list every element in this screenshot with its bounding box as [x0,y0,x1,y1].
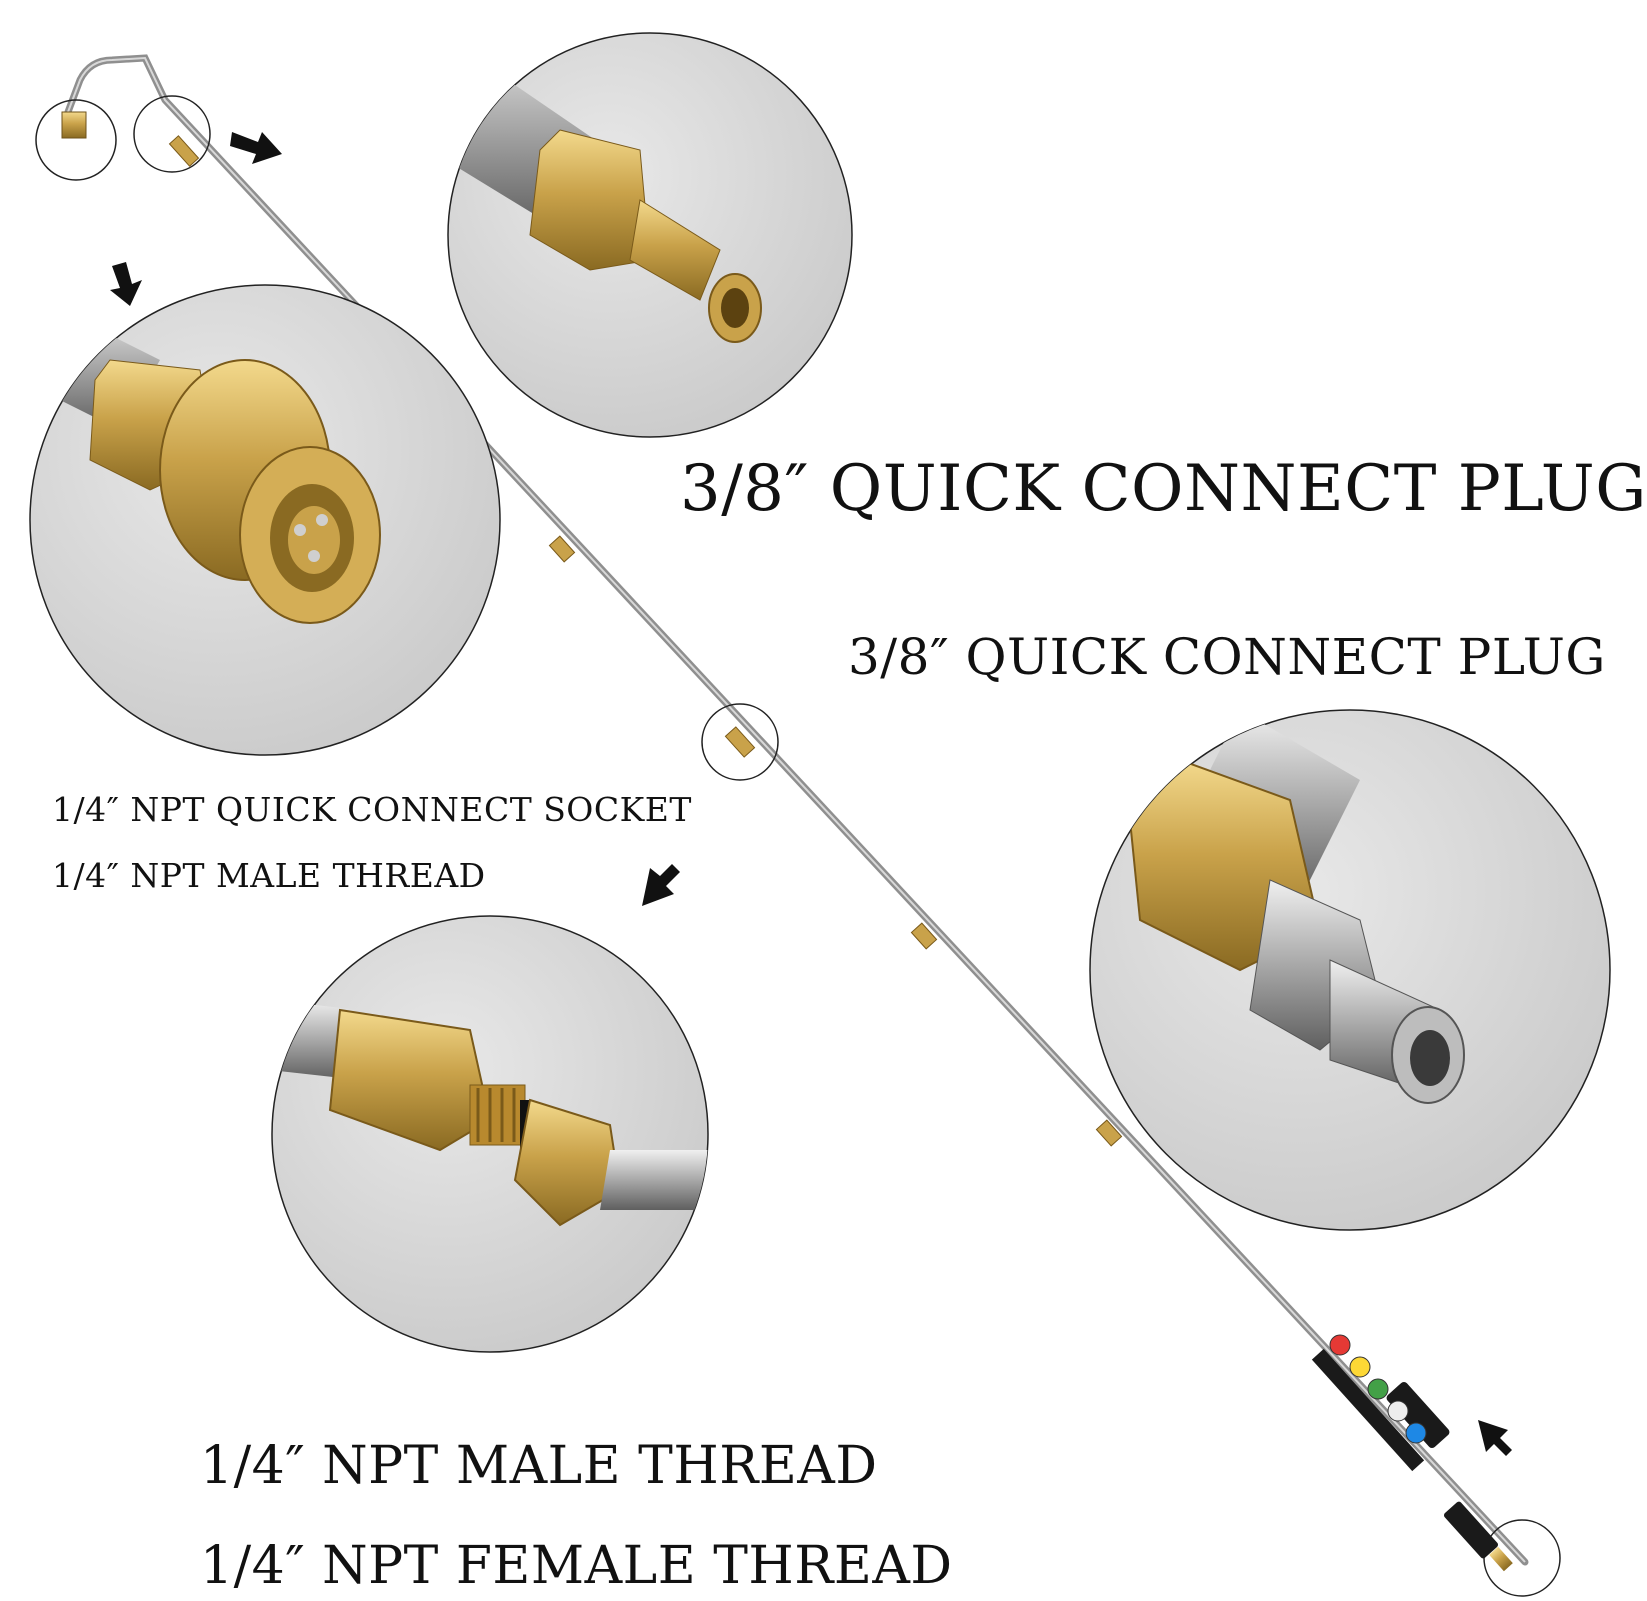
detail-circle-socket [29,284,501,756]
label-npt-male-thread-small: 1/4″ NPT MALE THREAD [52,856,486,895]
label-quick-connect-plug-large: 3/8″ QUICK CONNECT PLUG [680,452,1647,526]
nozzle-tip-top [61,111,87,139]
nozzle-holder [1311,1334,1513,1572]
arrow-right-icon [230,132,282,164]
label-quick-connect-plug-small: 3/8″ QUICK CONNECT PLUG [848,628,1606,686]
callout-circle-tip [35,99,117,181]
detail-circle-plug-top [447,32,853,438]
nozzle-blue [1405,1422,1427,1444]
coupler [548,535,576,563]
detail-circle-plug-right [1089,709,1611,1231]
coupler [168,135,200,167]
callout-circle-joint-mid [701,703,779,781]
wand-couplers [168,135,1123,1147]
arrow-down-icon [110,262,142,306]
coupler [1095,1119,1123,1147]
callout-circles [35,95,1561,1597]
nozzle-red [1329,1334,1351,1356]
arrow-up-left-icon [1478,1420,1512,1456]
coupler [724,726,756,758]
label-npt-female-thread-large: 1/4″ NPT FEMALE THREAD [200,1536,953,1596]
nozzle-yellow [1349,1356,1371,1378]
nozzle-green [1367,1378,1389,1400]
nozzle-white [1387,1400,1409,1422]
label-npt-quick-connect-socket: 1/4″ NPT QUICK CONNECT SOCKET [52,790,692,829]
product-illustration [29,32,1611,1597]
label-npt-male-thread-large: 1/4″ NPT MALE THREAD [200,1436,878,1496]
callout-circle-joint-top [133,95,211,173]
wand [64,54,1529,1566]
arrows [110,132,1512,1456]
arrow-down-left-icon [642,864,680,906]
detail-circle-thread [271,915,709,1353]
coupler [910,922,938,950]
